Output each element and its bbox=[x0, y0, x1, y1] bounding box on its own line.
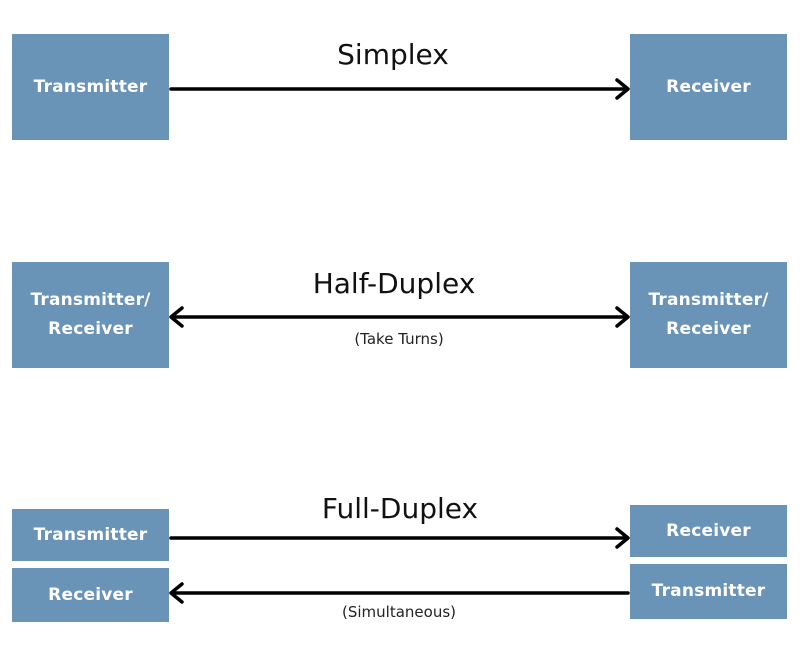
simplex-receiver-label: Receiver bbox=[666, 76, 751, 97]
full-duplex-left-top-label: Transmitter bbox=[33, 524, 148, 545]
simplex-receiver-box: Receiver bbox=[630, 34, 787, 140]
half-duplex-note: (Take Turns) bbox=[354, 330, 444, 348]
half-duplex-right-label: Transmitter/ Receiver bbox=[648, 290, 769, 339]
simplex-arrow-head bbox=[615, 78, 630, 100]
simplex-transmitter-label: Transmitter bbox=[33, 76, 148, 97]
full-duplex-left-bottom-label: Receiver bbox=[48, 584, 133, 605]
half-duplex-title: Half-Duplex bbox=[312, 267, 476, 300]
full-duplex-right-bottom-box: Transmitter bbox=[630, 564, 787, 619]
full-duplex-right-bottom-label: Transmitter bbox=[651, 581, 766, 601]
simplex-transmitter-box: Transmitter bbox=[12, 34, 169, 140]
full-duplex-arrow-top-head bbox=[615, 527, 630, 549]
full-duplex-arrow-bottom-head bbox=[169, 582, 184, 604]
full-duplex-right-top-label: Receiver bbox=[666, 520, 751, 541]
half-duplex-left-label: Transmitter/ Receiver bbox=[30, 290, 151, 339]
full-duplex-title: Full-Duplex bbox=[321, 492, 479, 525]
half-duplex-arrow-head-right bbox=[615, 306, 630, 328]
half-duplex-right-box: Transmitter/ Receiver bbox=[630, 262, 787, 368]
full-duplex-note: (Simultaneous) bbox=[342, 603, 456, 621]
half-duplex-arrow-head-left bbox=[169, 306, 184, 328]
full-duplex-left-top-box: Transmitter bbox=[12, 509, 169, 561]
half-duplex-left-box: Transmitter/ Receiver bbox=[12, 262, 169, 368]
simplex-title: Simplex bbox=[337, 38, 449, 71]
full-duplex-right-top-box: Receiver bbox=[630, 505, 787, 557]
full-duplex-left-bottom-box: Receiver bbox=[12, 568, 169, 622]
